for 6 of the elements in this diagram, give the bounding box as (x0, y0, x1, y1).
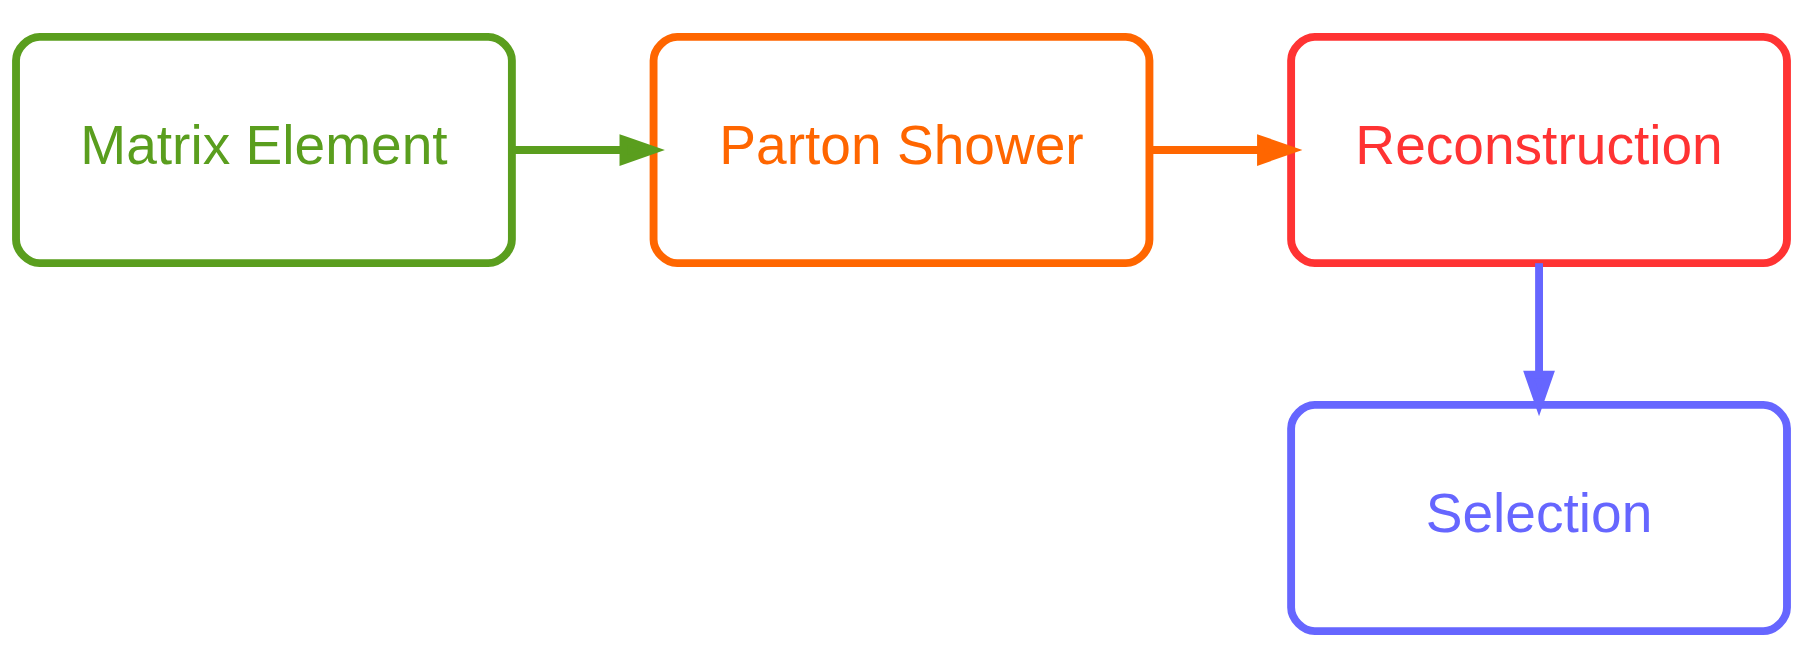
node-box: Matrix Element (12, 32, 516, 267)
arrow (1523, 262, 1555, 416)
node-box: Selection (1287, 400, 1791, 635)
arrow (512, 133, 665, 166)
node-box: Parton Shower (649, 32, 1154, 267)
node-box: Reconstruction (1287, 32, 1791, 267)
